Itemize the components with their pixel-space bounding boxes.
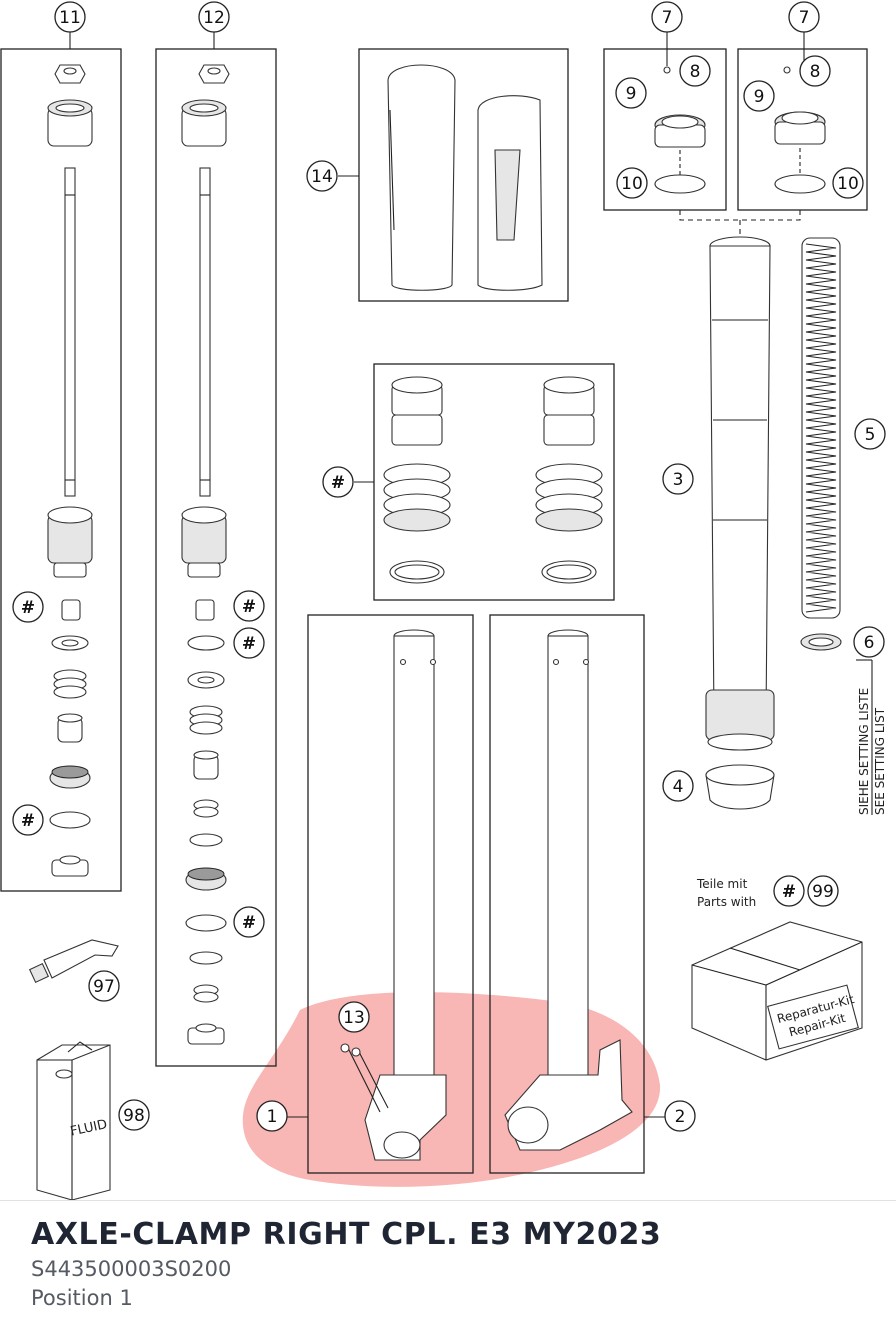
callout-circle-c97-18 [88, 970, 120, 1002]
callout-label-c9b-7: 9 [754, 87, 765, 107]
callout-label-c98-19: 98 [123, 1106, 145, 1126]
callout-circle-c1-16 [256, 1100, 288, 1132]
frame-2 [489, 614, 665, 1174]
exploded-parts-diagram: FLUID Reparatur-Kit Repair-Kit Teile mit… [0, 1, 887, 1200]
setting-note-de: SIEHE SETTING LISTE [857, 688, 871, 815]
callout-circle-c8a-4 [679, 55, 711, 87]
callout-circle-c7b-3 [788, 1, 820, 33]
callout-circle-hash-21 [12, 591, 44, 623]
retainer-4 [705, 764, 775, 810]
callout-label-c7a-2: 7 [662, 8, 673, 28]
frame-7-right [737, 32, 868, 211]
callout-circle-c98-19 [118, 1099, 150, 1131]
callout-label-c10a-8: 10 [621, 174, 643, 194]
callout-circle-c7a-2 [651, 1, 683, 33]
callout-circle-c11-0 [54, 1, 86, 33]
callout-label-c11-0: 11 [59, 8, 81, 28]
callout-label-c5-12: 5 [865, 425, 876, 445]
callout-label-c12-1: 12 [203, 8, 225, 28]
callout-circle-c10b-9 [832, 167, 864, 199]
callout-circle-hash-27 [773, 875, 805, 907]
callout-label-c10b-9: 10 [837, 174, 859, 194]
callout-label-c6-13: 6 [864, 633, 875, 653]
callout-label-hash-24: # [242, 634, 256, 654]
product-position: Position 1 [31, 1286, 133, 1310]
callout-circle-hash-23 [233, 590, 265, 622]
callout-circle-hash-25 [233, 906, 265, 938]
spring-5 [800, 237, 842, 651]
product-title: AXLE-CLAMP RIGHT CPL. E3 MY2023 [31, 1217, 662, 1252]
callout-label-hash-21: # [21, 598, 35, 618]
kit-note-de: Teile mit [696, 877, 748, 891]
frame-7-left [603, 32, 727, 211]
callout-label-c97-18: 97 [93, 977, 115, 997]
callout-circle-hash-24 [233, 627, 265, 659]
setting-note-en: SEE SETTING LIST [873, 707, 887, 815]
callout-label-hash-27: # [782, 882, 796, 902]
callout-label-c9a-6: 9 [626, 84, 637, 104]
outer-tube-3 [705, 236, 775, 751]
callout-circle-c5-12 [854, 418, 886, 450]
frame-11 [0, 32, 122, 892]
callout-circle-c14-10 [306, 160, 338, 192]
product-code: S443500003S0200 [31, 1257, 232, 1281]
seals-frame [354, 363, 615, 601]
repair-kit-box: Reparatur-Kit Repair-Kit [691, 921, 863, 1061]
callout-label-hash-22: # [21, 811, 35, 831]
callout-label-hash-26: # [331, 473, 345, 493]
callout-circle-c4-14 [662, 770, 694, 802]
callout-label-hash-23: # [242, 597, 256, 617]
callout-label-c4-14: 4 [673, 777, 684, 797]
callout-circle-c9a-6 [615, 77, 647, 109]
callout-label-c8a-4: 8 [690, 62, 701, 82]
callout-label-hash-25: # [242, 913, 256, 933]
callout-circle-c9b-7 [743, 80, 775, 112]
callout-label-c99-20: 99 [812, 882, 834, 902]
callout-circle-c99-20 [807, 875, 839, 907]
callout-circle-c6-13 [853, 626, 885, 658]
callout-circle-hash-26 [322, 466, 354, 498]
callout-circle-c3-11 [662, 463, 694, 495]
product-footer: AXLE-CLAMP RIGHT CPL. E3 MY2023 S4435000… [0, 1200, 896, 1336]
callout-circle-c13-15 [338, 1001, 370, 1033]
frame-12 [155, 32, 277, 1067]
callout-circle-c8b-5 [799, 55, 831, 87]
callout-label-c3-11: 3 [673, 470, 684, 490]
frame-14 [338, 48, 569, 302]
callout-circle-c2-17 [664, 1100, 696, 1132]
kit-note-en: Parts with [697, 895, 756, 909]
callout-label-c1-16: 1 [267, 1107, 278, 1127]
callout-circle-c12-1 [198, 1, 230, 33]
grease-tube-97 [28, 939, 119, 984]
callout-label-c2-17: 2 [675, 1107, 686, 1127]
frame-1 [287, 614, 474, 1174]
callout-label-c13-15: 13 [343, 1008, 365, 1028]
callout-label-c14-10: 14 [311, 167, 333, 187]
callout-circle-c10a-8 [616, 167, 648, 199]
fluid-can-98: FLUID [36, 1041, 111, 1200]
callout-label-c7b-3: 7 [799, 8, 810, 28]
callout-label-c8b-5: 8 [810, 62, 821, 82]
callout-circle-hash-22 [12, 804, 44, 836]
